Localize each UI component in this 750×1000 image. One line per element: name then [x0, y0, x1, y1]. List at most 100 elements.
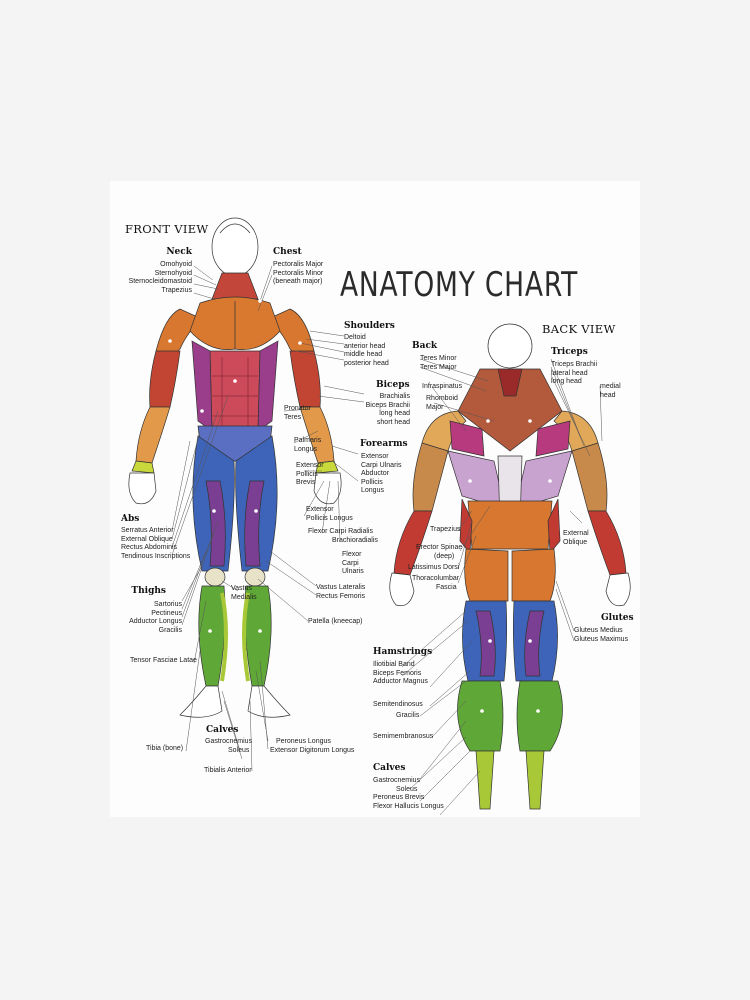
label-peroneus-longus: Peroneus Longus: [276, 738, 331, 745]
label-latissimus-dorsi: Latissimus Dorsi: [408, 564, 460, 571]
forearms-labels: Extensor Carpi Ulnaris Abductor Pollicis…: [361, 453, 401, 496]
back-left-triceps: [412, 442, 449, 512]
back-figure: [389, 323, 631, 810]
label-external-oblique-back: External Oblique: [563, 530, 589, 547]
label-pectineus: Pectineus: [151, 609, 182, 617]
label-sartorius: Sartorius: [153, 601, 182, 608]
right-knee: [244, 567, 266, 587]
label-adductor-longus: Adductor Longus: [129, 618, 182, 625]
label-pectoralis-major: Pectoralis Major: [273, 261, 324, 268]
back-left-calf: [457, 680, 504, 752]
label-vastus: Vastus: [231, 585, 252, 592]
label-medial: medial: [600, 383, 621, 390]
label-anterior-head: anterior head: [344, 342, 386, 350]
glutes-heading: Glutes: [601, 613, 634, 623]
label-longus: Longus: [294, 445, 317, 453]
label-teres-minor: Teres Minor: [420, 355, 457, 362]
back-trapezius: [457, 368, 563, 452]
label-head: head: [600, 391, 616, 399]
back-heading: Back: [412, 341, 438, 351]
label-teres-major: Teres Major: [420, 363, 457, 371]
neck-labels: Omohyoid Sternohyoid Sternocleidomastoid…: [129, 261, 192, 295]
leader-lines: [171, 265, 603, 816]
label-ulnaris-fcu: Ulnaris: [342, 568, 364, 575]
left-hand: [128, 472, 157, 505]
label-pollicis-longus-epl: Pollicis Longus: [306, 514, 353, 522]
label-fascia: Fascia: [436, 583, 457, 591]
back-left-infraspinatus: [449, 420, 485, 457]
left-knee: [204, 567, 226, 587]
label-ext-pollicis-longus: Extensor Pollicis Longus: [306, 506, 353, 523]
biceps-labels: Brachialis Biceps Brachii long head shor…: [366, 393, 410, 427]
front-figure: [128, 217, 342, 718]
back-right-calf: [516, 680, 563, 752]
label-triceps-brachii: Triceps Brachii: [551, 361, 598, 368]
biceps-heading: Biceps: [376, 380, 410, 390]
label-gracilis-back: Gracilis: [396, 712, 420, 719]
label-lateral-head: lateral head: [551, 369, 588, 377]
label-vastus-lateralis: Vastus Lateralis: [316, 584, 366, 591]
label-sternohyoid: Sternohyoid: [154, 269, 192, 277]
right-quad: [244, 480, 265, 567]
anatomy-chart-title: ANATOMY CHART: [340, 265, 579, 305]
label-gluteus-medius: Gluteus Medius: [574, 627, 623, 634]
label-soleus-back: Soleus: [396, 785, 418, 793]
right-hand: [313, 472, 342, 505]
label-biceps-brachii: Biceps Brachii: [365, 401, 410, 409]
neck-muscles: [211, 272, 259, 300]
left-forearm: [135, 406, 171, 464]
label-tendinous-inscriptions: Tendinous Inscriptions: [121, 552, 191, 560]
label-abductor: Abductor: [361, 470, 390, 477]
label-vastus-medialis: Vastus Medialis: [231, 585, 257, 602]
forearms-heading: Forearms: [360, 439, 408, 449]
calves-heading-front: Calves: [206, 725, 239, 735]
label-flexor-carpi-ulnaris: Flexor Carpi Ulnaris: [342, 551, 364, 577]
label-medialis: Medialis: [231, 593, 257, 601]
label-sternocleidomastoid: Sternocleidomastoid: [128, 278, 192, 285]
abs-labels: Serratus Anterior External Oblique Rectu…: [121, 527, 190, 561]
right-oblique: [257, 340, 279, 432]
label-adductor-magnus: Adductor Magnus: [373, 678, 428, 685]
gluteus-right: [511, 548, 556, 602]
label-short-head: short head: [376, 418, 410, 426]
label-flexor-carpi-radialis: Flexor Carpi Radialis: [308, 528, 373, 535]
label-pollicis: Pollicis: [361, 478, 383, 486]
label-infraspinatus: Infraspinatus: [422, 383, 463, 390]
label-serratus-anterior: Serratus Anterior: [121, 527, 174, 534]
left-oblique: [191, 340, 213, 432]
label-gracilis-front: Gracilis: [158, 626, 182, 634]
label-gastrocnemius-back: Gastrocnemius: [373, 777, 421, 784]
label-longus-forearm: Longus: [361, 487, 384, 494]
label-ext-digitorum-longus: Extensor Digitorum Longus: [270, 747, 355, 754]
gluteus-left: [464, 548, 509, 602]
left-foot: [179, 685, 223, 718]
triceps-labels: Triceps Brachii lateral head long head: [551, 361, 597, 387]
chest-heading: Chest: [273, 247, 302, 257]
abs-heading: Abs: [121, 514, 140, 524]
label-extensor: Extensor: [361, 453, 389, 460]
label-deltoid: Deltoid: [344, 334, 366, 341]
label-major: Major: [426, 403, 444, 411]
thighs-heading: Thighs: [131, 586, 166, 596]
back-right-forearm: [587, 510, 627, 576]
label-trapezius-back: Trapezius: [430, 526, 461, 533]
neck-heading: Neck: [166, 247, 192, 257]
right-foot: [247, 685, 291, 718]
label-carpi-fcu: Carpi: [342, 559, 359, 567]
label-triceps-long-head: long head: [551, 378, 582, 385]
front-view-title: FRONT VIEW: [125, 222, 209, 236]
label-posterior-head: posterior head: [344, 359, 389, 367]
back-right-triceps: [571, 442, 608, 512]
label-rhomboid: Rhomboid: [426, 395, 458, 402]
label-brachialis: Brachialis: [379, 393, 410, 400]
label-thoracolumbar-fascia: Thoracolumbar Fascia: [412, 575, 459, 592]
label-extensor-epb: Extensor: [296, 462, 324, 469]
muscle-markers: [168, 279, 552, 713]
label-gluteus-maximus: Gluteus Maximus: [574, 635, 629, 643]
label-iliotibial-band: Iliotibial Band: [373, 661, 415, 668]
back-right-infraspinatus: [535, 420, 571, 457]
label-carpi-ulnaris: Carpi Ulnaris: [361, 461, 402, 469]
label-tibialis-anterior: Tibialis Anterior: [204, 767, 252, 774]
back-labels: Teres Minor Teres Major: [420, 355, 457, 372]
front-head: [211, 217, 259, 277]
